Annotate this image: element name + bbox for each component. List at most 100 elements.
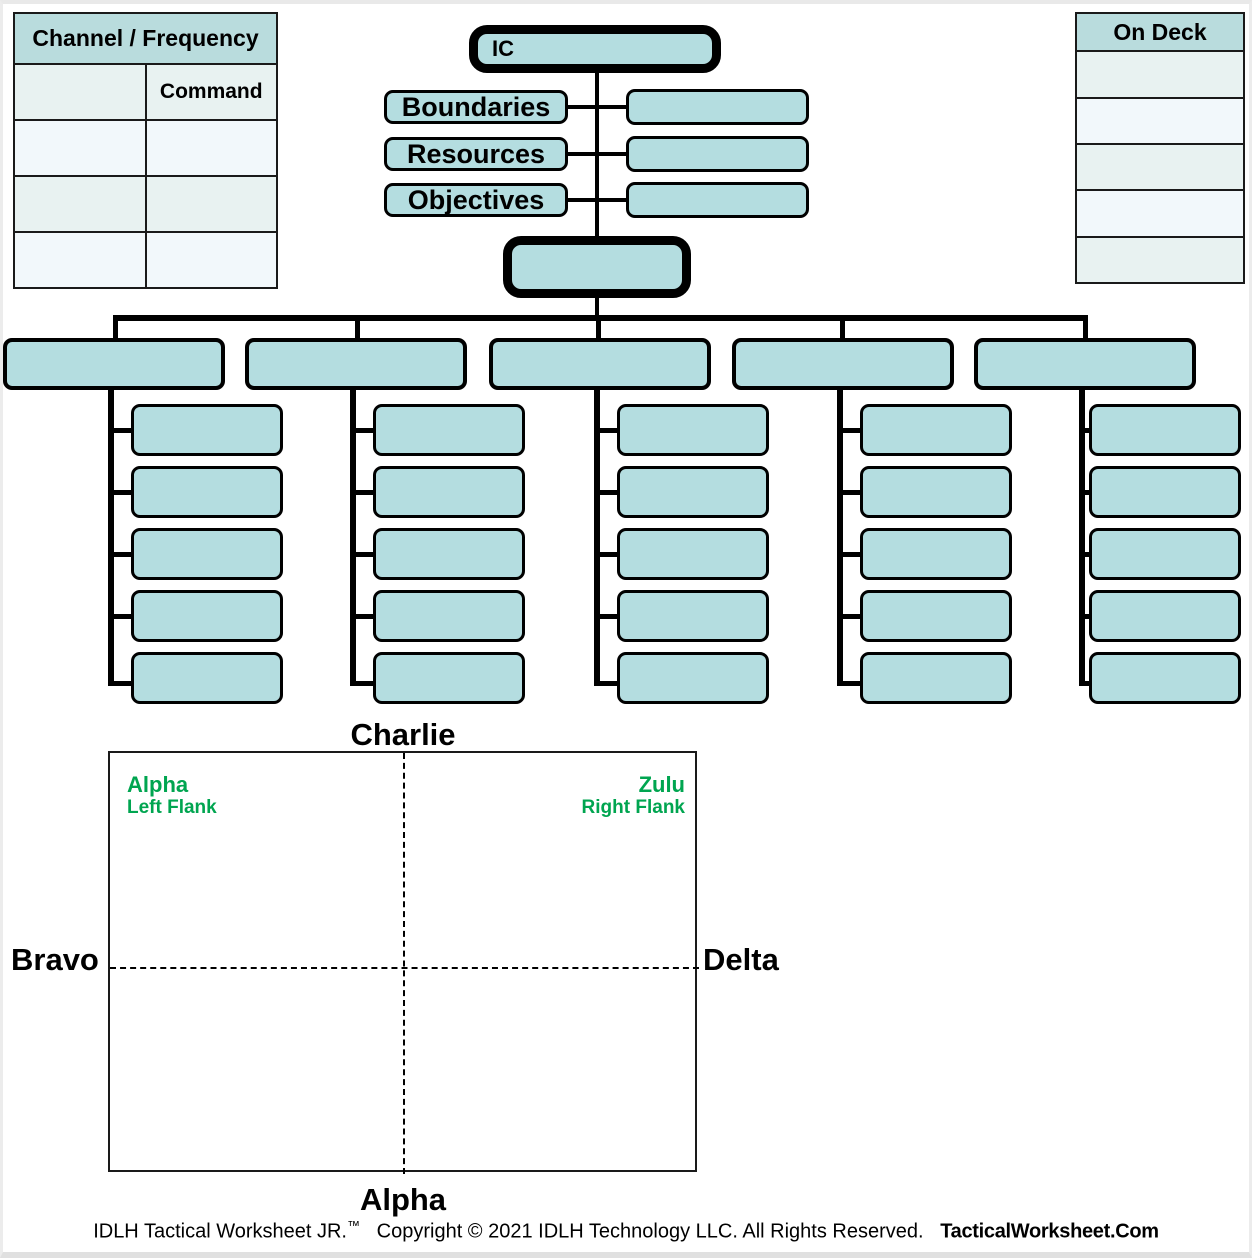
unit-box-2-1[interactable]	[373, 404, 525, 456]
channel-cell-right-1[interactable]: Command	[144, 63, 278, 121]
quadrant-label-bravo: Bravo	[11, 942, 99, 977]
flank-zulu-sub: Right Flank	[581, 797, 685, 819]
division-box-2[interactable]	[245, 338, 467, 390]
on-deck-row-1[interactable]	[1075, 50, 1245, 99]
unit-box-1-4[interactable]	[131, 590, 283, 642]
unit-box-1-3[interactable]	[131, 528, 283, 580]
channel-cell-right-4[interactable]	[144, 231, 278, 289]
channel-cell-left-3[interactable]	[13, 175, 147, 233]
operations-spine-line	[595, 296, 599, 318]
channel-cell-left-4[interactable]	[13, 231, 147, 289]
unit-box-1-2[interactable]	[131, 466, 283, 518]
unit-box-1-5[interactable]	[131, 652, 283, 704]
boundaries-label-box: Boundaries	[384, 90, 568, 124]
channel-cell-right-2[interactable]	[144, 119, 278, 177]
unit-box-3-1[interactable]	[617, 404, 769, 456]
quadrant-divider-horizontal	[110, 967, 699, 969]
unit-box-3-2[interactable]	[617, 466, 769, 518]
unit-stub-4-1	[837, 428, 865, 433]
unit-box-5-3[interactable]	[1089, 528, 1241, 580]
unit-box-3-3[interactable]	[617, 528, 769, 580]
division-box-1[interactable]	[3, 338, 225, 390]
unit-box-2-4[interactable]	[373, 590, 525, 642]
division-drop-stem-5	[1083, 315, 1088, 344]
unit-stub-4-3	[837, 552, 865, 557]
unit-stub-3-3	[594, 552, 622, 557]
unit-box-5-2[interactable]	[1089, 466, 1241, 518]
unit-box-3-5[interactable]	[617, 652, 769, 704]
quadrant-divider-vertical	[403, 753, 405, 1174]
division-box-4[interactable]	[732, 338, 954, 390]
unit-box-4-4[interactable]	[860, 590, 1012, 642]
channel-cell-right-3[interactable]	[144, 175, 278, 233]
flank-alpha-name: Alpha	[127, 772, 189, 797]
unit-box-4-5[interactable]	[860, 652, 1012, 704]
division-drop-stem-2	[355, 315, 360, 344]
division-box-5[interactable]	[974, 338, 1196, 390]
resources-value-box[interactable]	[626, 136, 809, 172]
footer-website[interactable]: TacticalWorksheet.Com	[940, 1221, 1159, 1243]
unit-stub-3-2	[594, 490, 622, 495]
unit-stub-1-5	[108, 681, 136, 686]
on-deck-row-5[interactable]	[1075, 235, 1245, 285]
channel-cell-left-2[interactable]	[13, 119, 147, 177]
unit-box-4-2[interactable]	[860, 466, 1012, 518]
unit-stub-1-3	[108, 552, 136, 557]
on-deck-header: On Deck	[1075, 11, 1245, 53]
unit-stub-3-5	[594, 681, 622, 686]
unit-box-4-1[interactable]	[860, 404, 1012, 456]
flank-alpha-sub: Left Flank	[127, 797, 217, 819]
division-spine-3	[594, 390, 600, 686]
objectives-label-box: Objectives	[384, 183, 568, 217]
unit-box-5-1[interactable]	[1089, 404, 1241, 456]
on-deck-row-4[interactable]	[1075, 189, 1245, 238]
on-deck-row-2[interactable]	[1075, 96, 1245, 145]
unit-box-2-5[interactable]	[373, 652, 525, 704]
division-spine-2	[350, 390, 356, 686]
on-deck-table[interactable]: On Deck	[1075, 11, 1245, 285]
objectives-value-box[interactable]	[626, 182, 809, 218]
resources-label-box: Resources	[384, 137, 568, 171]
division-box-3[interactable]	[489, 338, 711, 390]
unit-stub-4-2	[837, 490, 865, 495]
unit-stub-1-2	[108, 490, 136, 495]
unit-box-5-5[interactable]	[1089, 652, 1241, 704]
unit-box-4-3[interactable]	[860, 528, 1012, 580]
unit-box-3-4[interactable]	[617, 590, 769, 642]
quadrant-label-alpha: Alpha	[359, 1182, 447, 1217]
division-spine-4	[837, 390, 843, 686]
on-deck-row-3[interactable]	[1075, 142, 1245, 192]
ic-label: IC	[492, 36, 514, 61]
quadrant-box[interactable]: Alpha Left Flank Zulu Right Flank	[108, 751, 699, 1174]
division-spine-5	[1079, 390, 1085, 686]
footer-product: IDLH Tactical Worksheet JR.	[93, 1221, 347, 1243]
unit-stub-3-4	[594, 614, 622, 619]
quadrant-label-delta: Delta	[703, 942, 779, 977]
boundaries-connector-line	[567, 105, 630, 109]
ic-box[interactable]: IC	[469, 25, 721, 73]
unit-box-2-3[interactable]	[373, 528, 525, 580]
unit-stub-2-5	[350, 681, 378, 686]
unit-stub-3-1	[594, 428, 622, 433]
unit-stub-4-5	[837, 681, 865, 686]
flank-alpha-left: Alpha Left Flank	[127, 772, 217, 819]
resources-connector-line	[567, 152, 630, 156]
unit-box-5-4[interactable]	[1089, 590, 1241, 642]
division-drop-stem-4	[840, 315, 845, 344]
unit-stub-2-4	[350, 614, 378, 619]
unit-stub-2-1	[350, 428, 378, 433]
unit-stub-2-3	[350, 552, 378, 557]
boundaries-value-box[interactable]	[626, 89, 809, 125]
flank-zulu-name: Zulu	[638, 772, 685, 797]
channel-frequency-table[interactable]: Channel / Frequency Command	[13, 12, 278, 289]
objectives-connector-line	[567, 198, 630, 202]
flank-zulu-right: Zulu Right Flank	[582, 772, 685, 819]
footer-trademark-icon: ™	[346, 1218, 360, 1234]
channel-frequency-header: Channel / Frequency	[13, 12, 278, 65]
channel-cell-left-1[interactable]	[13, 63, 147, 121]
unit-box-1-1[interactable]	[131, 404, 283, 456]
unit-box-2-2[interactable]	[373, 466, 525, 518]
operations-box[interactable]	[503, 236, 691, 298]
division-spine-1	[108, 390, 114, 686]
